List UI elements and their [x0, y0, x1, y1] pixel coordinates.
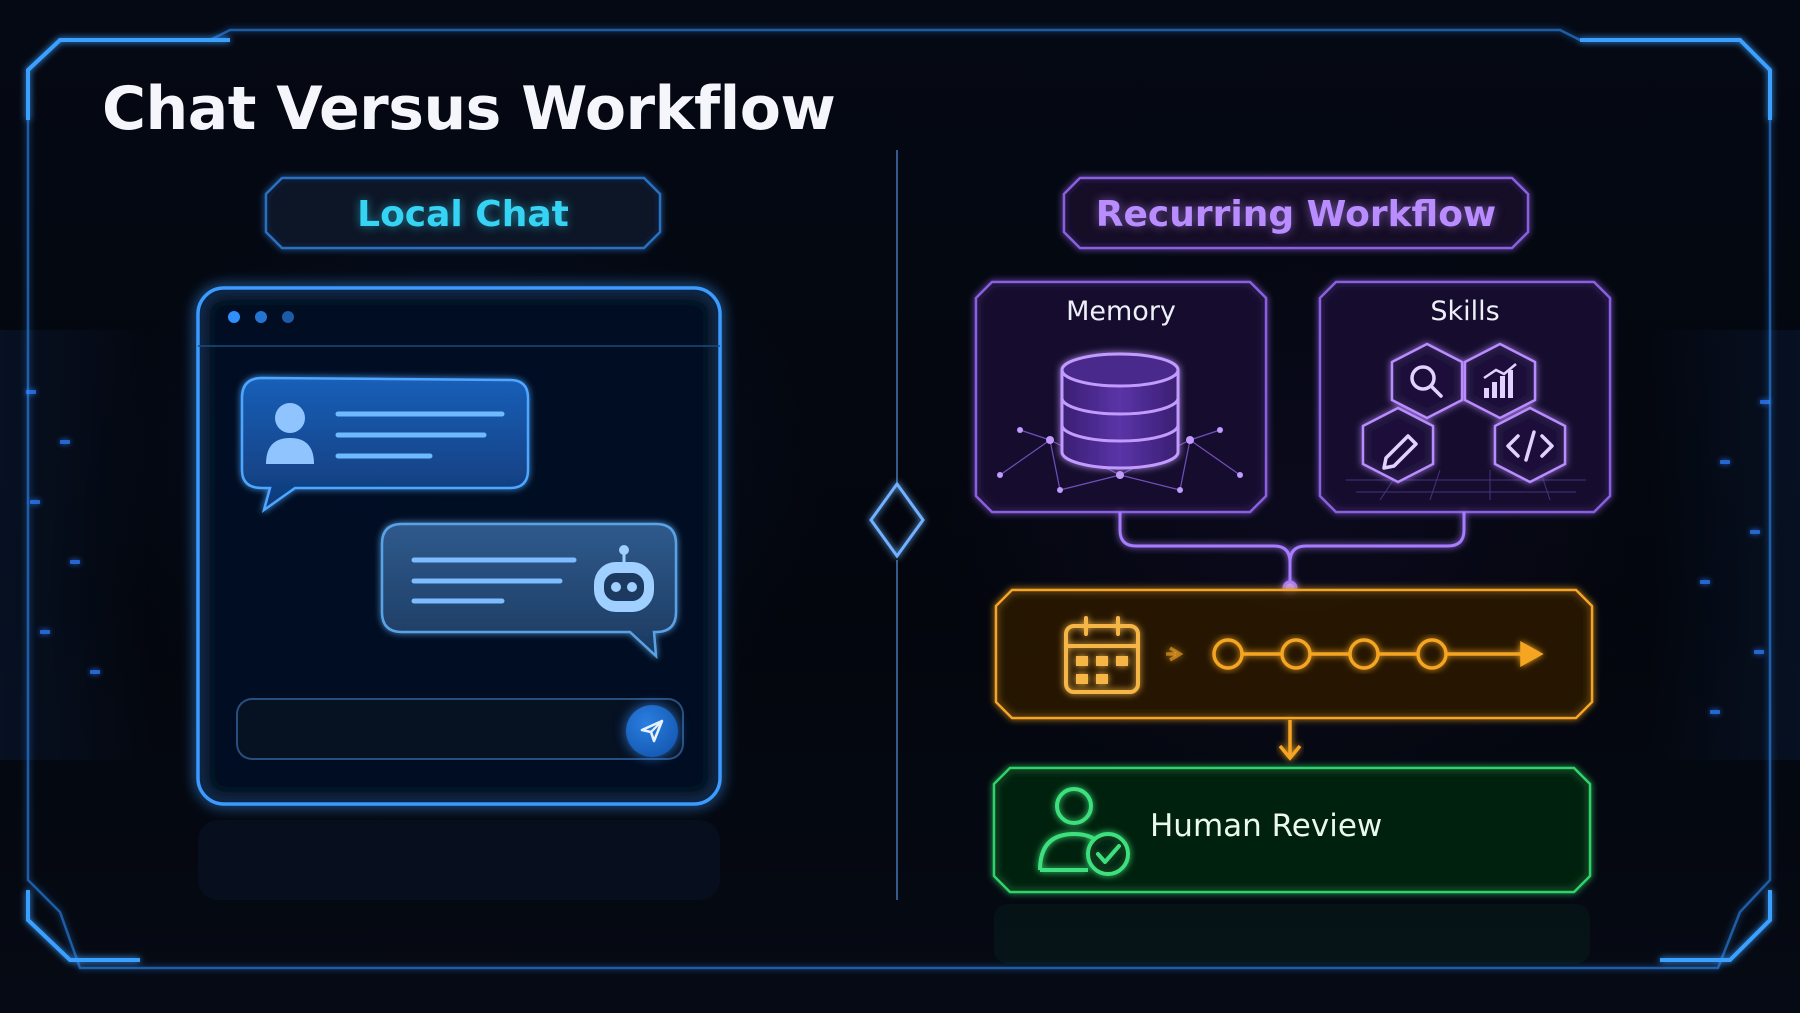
skills-label: Skills — [1430, 296, 1500, 327]
user-check-icon — [1038, 787, 1130, 876]
down-arrow — [1278, 720, 1302, 761]
bar-chart-icon — [1483, 363, 1517, 398]
robot-icon — [594, 545, 654, 612]
merge-connector — [1118, 512, 1466, 596]
send-button[interactable] — [626, 705, 678, 757]
send-icon — [640, 719, 664, 743]
schedule-pipeline — [994, 588, 1594, 720]
database-icon — [1060, 352, 1180, 470]
user-message-bubble — [240, 376, 530, 514]
recurring-workflow-heading: Recurring Workflow — [1095, 193, 1497, 235]
skills-card — [1318, 280, 1612, 514]
center-divider — [869, 150, 925, 900]
server-rack-right — [1650, 330, 1800, 760]
local-chat-pill — [264, 176, 662, 250]
chat-input[interactable] — [236, 698, 684, 760]
window-dots-icon — [228, 311, 294, 323]
pipeline-steps — [1166, 638, 1544, 670]
code-icon — [1506, 430, 1554, 462]
search-icon — [1410, 365, 1443, 398]
chat-window-reflection — [198, 820, 720, 900]
local-chat-heading: Local Chat — [357, 193, 569, 235]
human-review-box — [992, 766, 1592, 894]
outer-frame — [26, 28, 1772, 970]
pencil-icon — [1382, 434, 1418, 470]
recurring-workflow-pill — [1062, 176, 1530, 250]
review-reflection — [994, 904, 1590, 964]
calendar-icon — [1064, 616, 1140, 694]
memory-card — [974, 280, 1268, 514]
server-rack-left — [0, 330, 150, 760]
memory-label: Memory — [1066, 296, 1176, 327]
assistant-message-bubble — [380, 522, 678, 660]
human-review-label: Human Review — [1150, 808, 1383, 844]
page-title: Chat Versus Workflow — [102, 74, 836, 144]
user-icon — [266, 403, 314, 464]
